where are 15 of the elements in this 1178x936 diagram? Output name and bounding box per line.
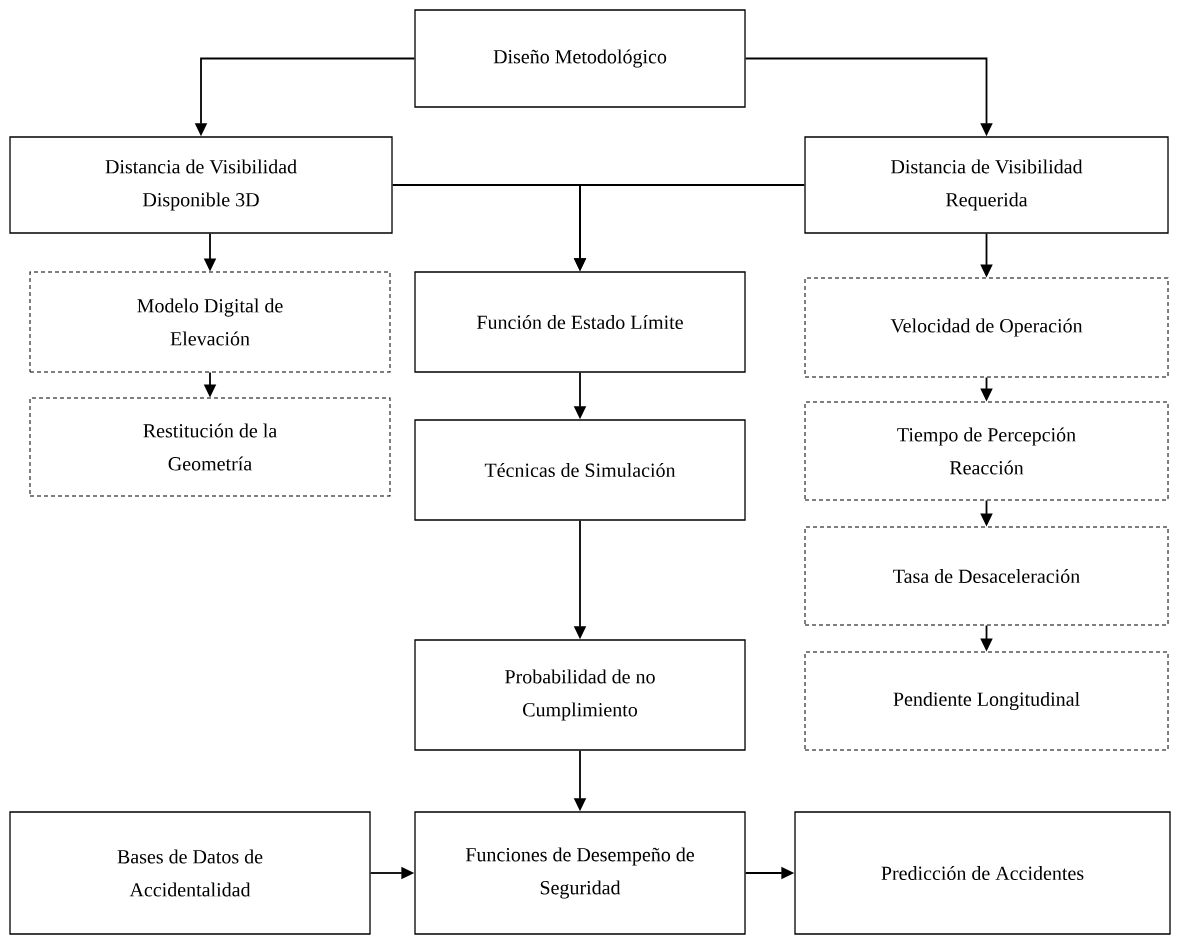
optional-box: Pendiente Longitudinal: [804, 651, 1169, 751]
process-box: Funciones de Desempeño de Seguridad: [414, 811, 746, 935]
process-box: Distancia de Visibilidad Requerida: [804, 136, 1169, 234]
optional-box: Tiempo de Percepción Reacción: [804, 401, 1169, 501]
process-box: Probabilidad de no Cumplimiento: [414, 639, 746, 751]
process-box: Distancia de Visibilidad Disponible 3D: [9, 136, 393, 234]
process-box: Técnicas de Simulación: [414, 419, 746, 521]
process-box: Predicción de Accidentes: [794, 811, 1171, 935]
optional-box: Velocidad de Operación: [804, 277, 1169, 378]
process-box: Función de Estado Límite: [414, 271, 746, 373]
optional-box: Modelo Digital de Elevación: [29, 271, 391, 373]
optional-box: Tasa de Desaceleración: [804, 526, 1169, 626]
process-box: Diseño Metodológico: [414, 9, 746, 108]
process-box: Bases de Datos de Accidentalidad: [9, 811, 371, 935]
optional-box: Restitución de la Geometría: [29, 397, 391, 497]
